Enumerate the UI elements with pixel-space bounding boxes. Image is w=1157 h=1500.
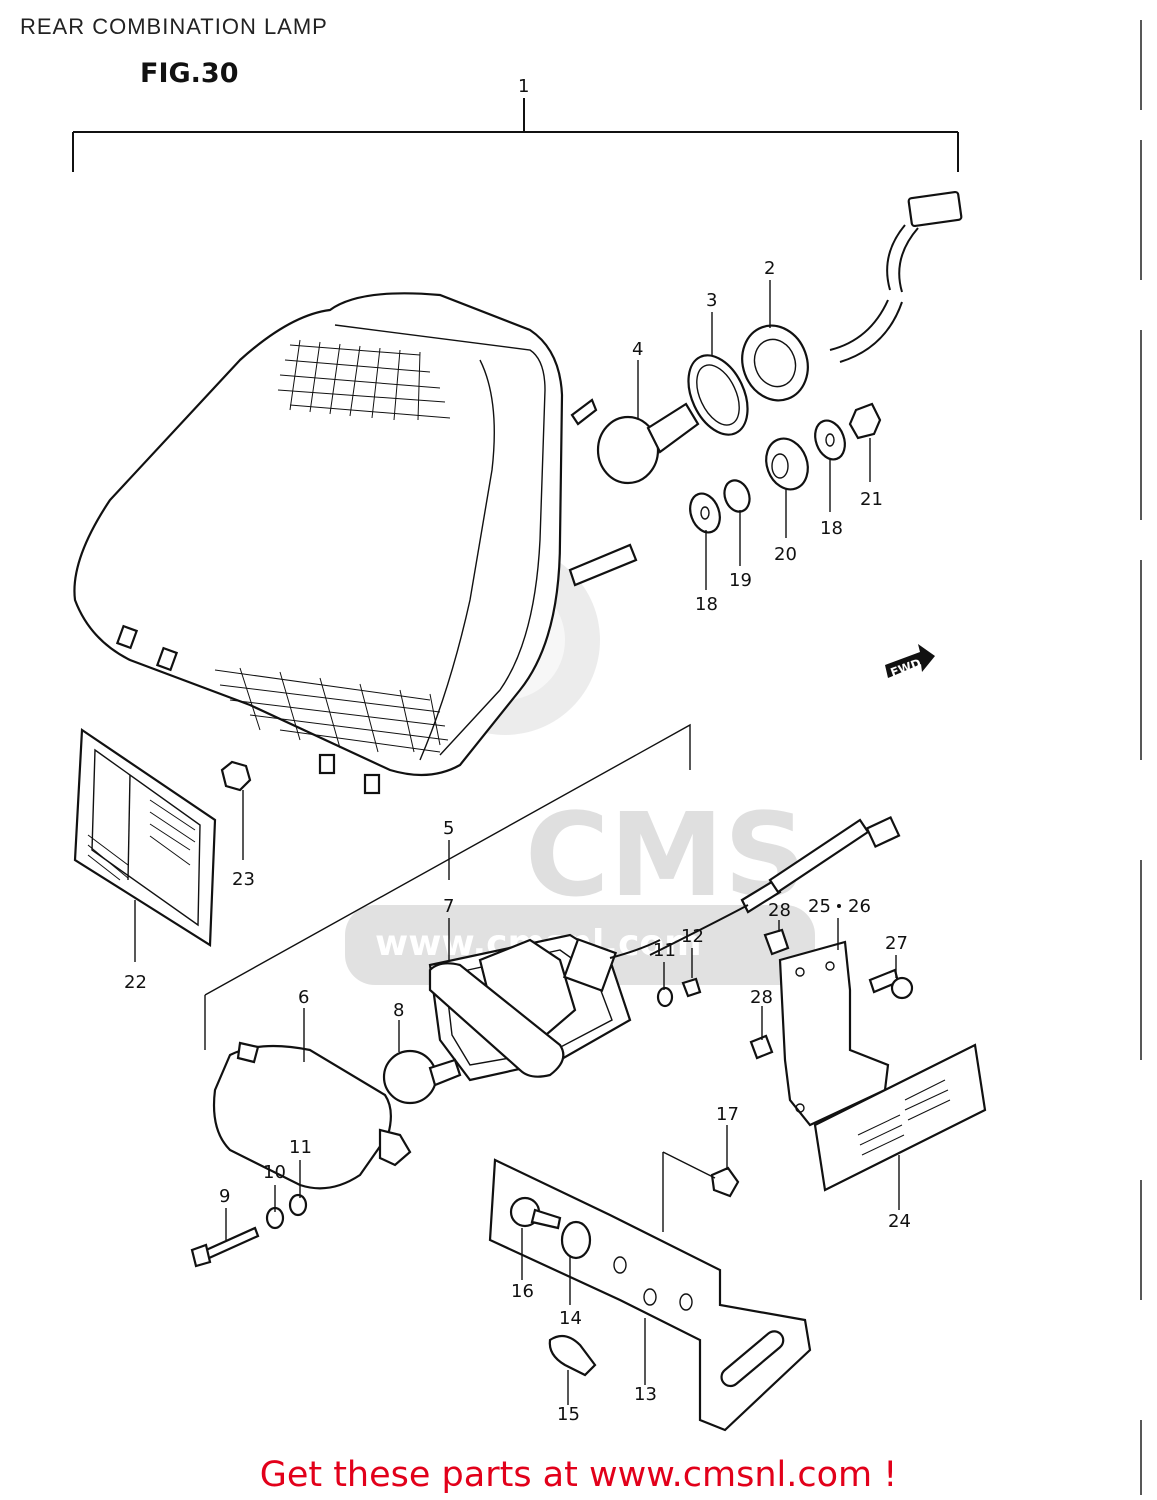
callout-10: 10 <box>263 1162 286 1183</box>
hardware-washers-nuts <box>689 402 882 534</box>
callout-27: 27 <box>885 933 908 954</box>
callout-21: 21 <box>860 489 883 510</box>
forward-direction-marker: FWD <box>885 644 935 680</box>
callout-5: 5 <box>443 818 454 839</box>
reflector-22 <box>73 727 252 947</box>
callout-3: 3 <box>706 290 717 311</box>
callout-28a: 28 <box>768 900 791 921</box>
callout-18b: 18 <box>695 594 718 615</box>
lens-hatching <box>214 339 451 753</box>
callout-26: 26 <box>848 896 871 917</box>
callout-28b: 28 <box>750 987 773 1008</box>
license-light-assembly <box>204 723 901 1190</box>
callout-17: 17 <box>716 1104 739 1125</box>
callout-19: 19 <box>729 570 752 591</box>
bracket-25-26 <box>778 940 914 1127</box>
license-bracket-13 <box>488 1158 812 1432</box>
callout-18a: 18 <box>820 518 843 539</box>
callout-20: 20 <box>774 544 797 565</box>
leader-lines <box>134 280 900 1405</box>
callout-25: 25 <box>808 896 831 917</box>
callout-8: 8 <box>393 1000 404 1021</box>
callout-6: 6 <box>298 987 309 1008</box>
tail-lamp-lens <box>73 292 638 795</box>
bulb-socket-parts <box>596 324 809 485</box>
callout-16: 16 <box>511 1281 534 1302</box>
callout-2: 2 <box>764 258 775 279</box>
callout-22: 22 <box>124 972 147 993</box>
figure-label: FIG.30 <box>140 58 239 89</box>
callout-4: 4 <box>632 339 643 360</box>
callout-24: 24 <box>888 1211 911 1232</box>
callout-23: 23 <box>232 869 255 890</box>
callout-12: 12 <box>681 926 704 947</box>
callout-11b: 11 <box>653 940 676 961</box>
page-title: REAR COMBINATION LAMP <box>20 14 328 39</box>
callout-1: 1 <box>518 76 529 97</box>
callout-9: 9 <box>219 1186 230 1207</box>
callout-7: 7 <box>443 896 454 917</box>
fwd-label: FWD <box>889 656 923 680</box>
callout-separator-dot <box>837 904 841 908</box>
callout-14: 14 <box>559 1308 582 1329</box>
callout-11a: 11 <box>289 1137 312 1158</box>
reflector-24 <box>813 1043 987 1192</box>
callout-13: 13 <box>634 1384 657 1405</box>
footer-parts-link[interactable]: Get these parts at www.cmsnl.com ! <box>259 1455 898 1495</box>
callout-15: 15 <box>557 1404 580 1425</box>
socket-wiring <box>829 190 963 363</box>
assembly-bracket <box>72 98 959 172</box>
callout-numbers: 1 2 3 4 5 6 7 8 9 10 11 11 12 13 14 15 1… <box>124 76 911 1425</box>
lamp-hardware <box>190 928 790 1268</box>
